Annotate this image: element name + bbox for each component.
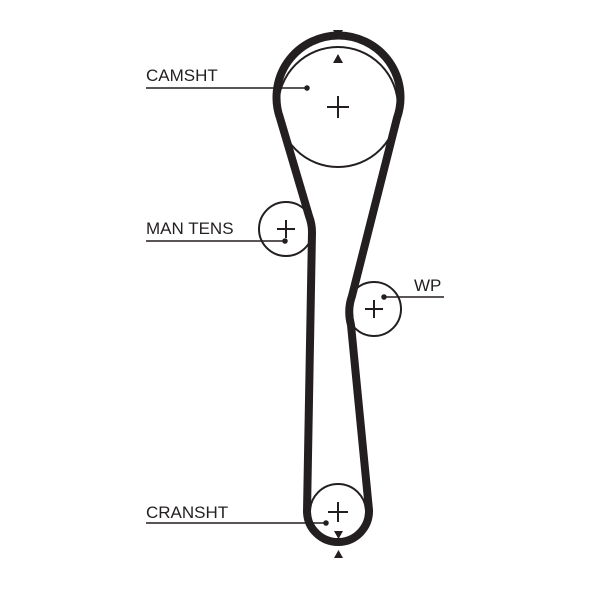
timing-belt (272, 31, 405, 546)
camshaft-center-icon (327, 96, 349, 118)
crankshaft-label: CRANSHT (146, 503, 228, 522)
tensioner-center-icon (277, 220, 295, 238)
center-marks (277, 96, 383, 522)
bottom-mark-up-triangle-icon (334, 550, 343, 558)
camshaft-label: CAMSHT (146, 66, 218, 85)
crankshaft-center-icon (328, 502, 348, 522)
top-mark-up-triangle-icon (333, 54, 343, 63)
water-pump-center-icon (365, 300, 383, 318)
top-mark-down-triangle-icon (333, 30, 343, 39)
tensioner-label: MAN TENS (146, 219, 234, 238)
bottom-mark-down-triangle-icon (334, 531, 343, 539)
water-pump-label: WP (414, 276, 441, 295)
